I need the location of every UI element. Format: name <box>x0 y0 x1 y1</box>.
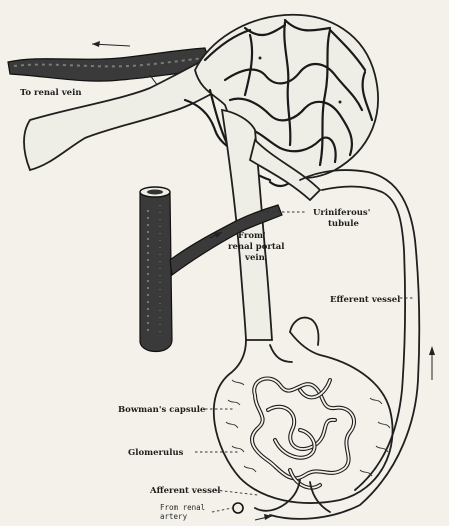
label-efferent-vessel: Efferent vessel <box>330 295 401 305</box>
label-from-renal-portal-line3: vein <box>244 253 265 263</box>
label-bowmans-capsule: Bowman's capsule <box>118 405 206 415</box>
leader-lines <box>195 212 415 512</box>
label-from-renal-portal-line1: From' <box>238 231 266 241</box>
label-glomerulus: Glomerulus <box>128 448 184 458</box>
flow-arrow-renal-vein <box>92 41 130 47</box>
label-afferent-vessel: Afferent vessel <box>149 486 221 496</box>
label-from-renal-portal-line2: renal portal <box>228 242 285 252</box>
label-uriniferous-tubule-line1: Uriniferous' <box>313 208 370 218</box>
label-to-renal-vein: To renal vein <box>20 88 82 98</box>
label-from-renal-artery-line1: From renal <box>160 503 205 512</box>
label-uriniferous-tubule-line2: tubule <box>328 219 359 229</box>
label-from-renal-artery-line2: artery <box>160 512 188 521</box>
glomerulus <box>252 378 354 487</box>
